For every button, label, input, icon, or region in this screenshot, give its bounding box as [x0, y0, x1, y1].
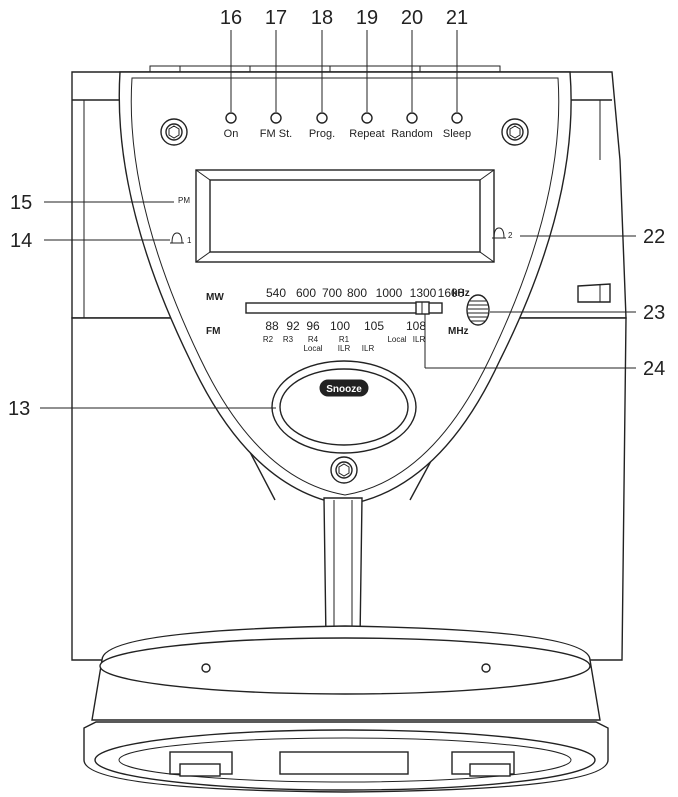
indicator-fm-st-label: FM St.	[260, 128, 292, 140]
fm-tick: 108	[406, 319, 426, 333]
callout-24: 24	[643, 358, 665, 380]
indicator-row: On FM St. Prog. Repeat Random Sleep	[224, 112, 471, 140]
callout-19: 19	[356, 7, 378, 29]
mw-tick: 540	[266, 286, 286, 300]
callout-14: 14	[10, 230, 32, 252]
snooze-label: Snooze	[326, 384, 362, 395]
snooze-button[interactable]: Snooze	[271, 360, 417, 454]
indicator-prog-led	[316, 112, 328, 124]
station-label: R2	[263, 335, 274, 344]
station-label: R3	[283, 335, 294, 344]
indicator-random-label: Random	[391, 128, 433, 140]
fm-tick: 100	[330, 319, 350, 333]
fm-tick: 105	[364, 319, 384, 333]
callout-20: 20	[401, 7, 423, 29]
callout-23: 23	[643, 302, 665, 324]
callout-18: 18	[311, 7, 333, 29]
station-label: ILR	[413, 335, 426, 344]
station-label: R1	[339, 335, 350, 344]
indicator-sleep-label: Sleep	[443, 128, 471, 140]
screw-bottom	[330, 456, 358, 484]
mw-tick: 700	[322, 286, 342, 300]
station-label: ILR	[362, 344, 375, 353]
fm-tick: 88	[265, 319, 279, 333]
fm-tick: 96	[306, 319, 320, 333]
station-label: Local	[387, 335, 406, 344]
alarm2-bell-icon	[492, 227, 506, 239]
khz-unit-label: kHz	[452, 288, 470, 299]
indicator-fm-st-led	[270, 112, 282, 124]
callout-21: 21	[446, 7, 468, 29]
tuning-knob[interactable]	[466, 294, 490, 326]
alarm2-number: 2	[508, 231, 513, 240]
mw-tick: 800	[347, 286, 367, 300]
neck	[323, 497, 363, 641]
mhz-unit-label: MHz	[448, 326, 469, 337]
tuning-window	[245, 301, 443, 315]
mw-tick: 1000	[376, 286, 403, 300]
alarm1-number: 1	[187, 236, 192, 245]
fm-band-label: FM	[206, 326, 220, 337]
fm-scale: 88 92 96 100 105 108 R2 R3 R4 R1 Local I…	[263, 319, 426, 353]
callout-leaders	[40, 30, 636, 409]
mw-scale: 540 600 700 800 1000 1300 1600	[266, 286, 465, 300]
indicator-repeat-label: Repeat	[349, 128, 384, 140]
callout-16: 16	[220, 7, 242, 29]
indicator-prog-label: Prog.	[309, 128, 335, 140]
mw-tick: 1300	[410, 286, 437, 300]
mw-band-label: MW	[206, 292, 224, 303]
screw-left	[160, 118, 188, 146]
station-label: ILR	[338, 344, 351, 353]
side-latch	[577, 283, 611, 303]
indicator-on-led	[225, 112, 237, 124]
pm-indicator: PM	[178, 196, 190, 205]
station-label: R4	[308, 335, 319, 344]
mw-tick: 600	[296, 286, 316, 300]
indicator-repeat-led	[361, 112, 373, 124]
lcd-display	[195, 169, 495, 263]
alarm1-bell-icon	[170, 232, 184, 244]
mw-tick: 1600	[438, 286, 465, 300]
screw-right	[501, 118, 529, 146]
indicator-sleep-led	[451, 112, 463, 124]
callout-22: 22	[643, 226, 665, 248]
callout-15: 15	[10, 192, 32, 214]
fm-tick: 92	[286, 319, 300, 333]
callout-numbers: 16 17 18 19 20 21 15 14 22 23 24 13	[8, 7, 665, 420]
station-label: Local	[303, 344, 322, 353]
indicator-on-label: On	[224, 128, 239, 140]
callout-17: 17	[265, 7, 287, 29]
callout-13: 13	[8, 398, 30, 420]
indicator-random-led	[406, 112, 418, 124]
base	[83, 625, 609, 793]
